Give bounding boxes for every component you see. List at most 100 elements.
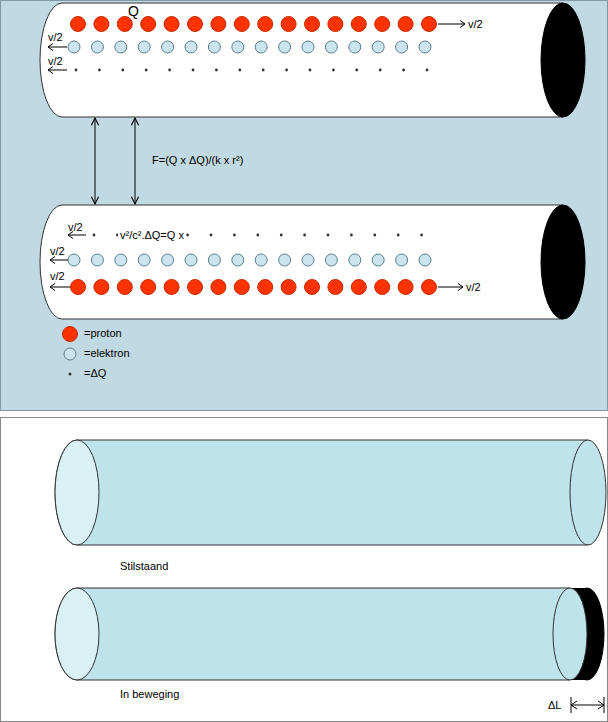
- particle: [210, 234, 213, 237]
- particle: [281, 280, 296, 295]
- cylinder-at-rest: [55, 440, 606, 545]
- particle: [373, 234, 376, 237]
- particle: [279, 254, 291, 266]
- charge-label: Q: [128, 3, 139, 20]
- velocity-arrow: [48, 44, 67, 51]
- particle: [258, 17, 273, 32]
- particle: [305, 280, 320, 295]
- particle: [255, 41, 267, 53]
- particle: [234, 17, 249, 32]
- particle: [351, 280, 366, 295]
- particle: [325, 41, 337, 53]
- caption-label: Stilstaand: [120, 560, 168, 573]
- particle: [164, 17, 179, 32]
- velocity-arrow: [50, 257, 68, 264]
- particle: [262, 69, 265, 72]
- particle: [94, 17, 109, 32]
- force-arrow: [95, 118, 96, 204]
- particle: [375, 17, 390, 32]
- legend-swatches: [63, 327, 78, 376]
- particle: [280, 234, 283, 237]
- particle: [397, 234, 400, 237]
- particle: [232, 254, 244, 266]
- velocity-arrow: [48, 67, 67, 74]
- tube-end-cap: [541, 205, 585, 319]
- caption-label: In beweging: [120, 688, 179, 701]
- particle: [351, 17, 366, 32]
- velocity-arrow: [438, 21, 465, 28]
- particle: [302, 41, 314, 53]
- legend-dot: [69, 373, 72, 376]
- legend-text: =ΔQ: [84, 367, 106, 380]
- particle: [164, 280, 179, 295]
- velocity-label: v/2: [68, 220, 83, 234]
- particle: [234, 280, 249, 295]
- particle: [215, 69, 218, 72]
- particle: [379, 69, 382, 72]
- particle: [279, 41, 291, 53]
- velocity-label: v/2: [50, 244, 65, 258]
- particle: [402, 69, 405, 72]
- tube: v/2v²/c².ΔQ=Q xv/2v/2v/2: [40, 205, 585, 319]
- particle: [422, 17, 437, 32]
- particle: [258, 280, 273, 295]
- particle: [238, 69, 241, 72]
- velocity-label: v/2: [466, 280, 481, 294]
- tube-body: [40, 3, 563, 117]
- particle: [168, 69, 171, 72]
- legend-swatch: [63, 327, 78, 342]
- particle: [420, 234, 423, 237]
- velocity-label: v/2: [468, 17, 483, 31]
- particle: [93, 234, 96, 237]
- particle: [426, 69, 429, 72]
- tube-outline: [40, 3, 585, 117]
- particle: [396, 41, 408, 53]
- particle: [328, 280, 343, 295]
- particle: [121, 69, 124, 72]
- particle: [188, 17, 203, 32]
- velocity-label: v/2: [48, 54, 63, 68]
- electron-row: [68, 254, 431, 266]
- tube-end-cap: [541, 3, 585, 117]
- particle: [188, 280, 203, 295]
- particle: [375, 280, 390, 295]
- particle: [398, 17, 413, 32]
- particle: [281, 17, 296, 32]
- particle: [332, 69, 335, 72]
- particle: [75, 69, 78, 72]
- cylinder-in-motion: [55, 588, 604, 680]
- legend-swatch: [64, 348, 76, 360]
- particle: [211, 17, 226, 32]
- particle: [71, 280, 86, 295]
- particle: [372, 254, 384, 266]
- particle: [305, 17, 320, 32]
- particle: [302, 254, 314, 266]
- particle: [396, 254, 408, 266]
- tube-body: [40, 205, 563, 319]
- particle: [355, 69, 358, 72]
- particle: [349, 41, 361, 53]
- particle: [115, 254, 127, 266]
- particle: [309, 69, 312, 72]
- particle: [138, 254, 150, 266]
- particle: [162, 254, 174, 266]
- particle: [208, 41, 220, 53]
- formula-label: F=(Q x ΔQ)/(k x r²): [150, 154, 245, 167]
- particle: [233, 234, 236, 237]
- particle: [115, 41, 127, 53]
- particle: [145, 69, 148, 72]
- bottom-panel: [1, 418, 608, 722]
- particle: [71, 17, 86, 32]
- dimension-mark: [571, 697, 604, 713]
- particle: [303, 234, 306, 237]
- top-panel: [1, 1, 608, 411]
- particle: [117, 280, 132, 295]
- tube-outline: [40, 205, 585, 319]
- proton-row: [71, 280, 437, 295]
- particle: [325, 254, 337, 266]
- tube: Qv/2v/2v/2: [40, 3, 585, 117]
- velocity-arrow: [50, 284, 70, 291]
- velocity-arrow: [438, 284, 463, 291]
- particle: [256, 234, 259, 237]
- particle: [186, 234, 189, 237]
